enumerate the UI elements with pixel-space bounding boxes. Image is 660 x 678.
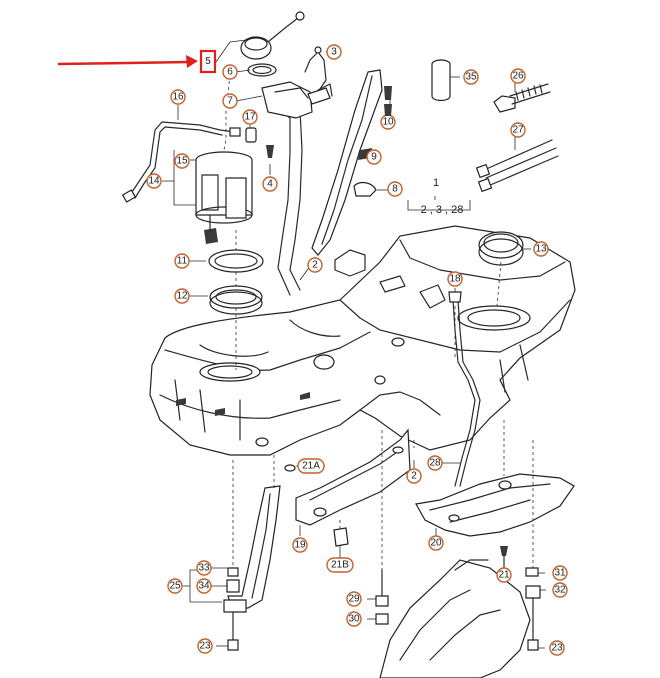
callout-35: 35	[463, 69, 479, 85]
svg-text:12: 12	[176, 291, 188, 302]
svg-text:32: 32	[554, 585, 566, 596]
callout-4: 4	[262, 176, 278, 192]
callout-27: 27	[510, 122, 526, 138]
svg-text:33: 33	[198, 563, 210, 574]
callout-5-label: 5	[205, 56, 211, 67]
svg-text:31: 31	[554, 568, 566, 579]
vent-line-28	[448, 291, 481, 487]
svg-text:20: 20	[430, 538, 442, 549]
svg-text:8: 8	[392, 184, 398, 195]
svg-text:25: 25	[169, 581, 181, 592]
callout-29: 29	[346, 591, 362, 607]
callout-16: 16	[170, 89, 186, 105]
svg-text:27: 27	[512, 125, 524, 136]
bolts-right	[500, 546, 541, 651]
callout-11: 11	[174, 253, 190, 269]
callout-15: 15	[174, 153, 190, 169]
svg-text:35: 35	[465, 72, 477, 83]
callout-2-upper: 2	[307, 257, 323, 273]
callout-21: 21	[496, 567, 512, 583]
callout-7: 7	[222, 93, 238, 109]
callout-18: 18	[447, 271, 463, 287]
svg-text:21B: 21B	[331, 560, 349, 571]
svg-text:34: 34	[198, 581, 210, 592]
callout-23-right: 23	[549, 640, 565, 656]
svg-text:21A: 21A	[302, 461, 320, 472]
fuel-tank	[149, 225, 576, 456]
svg-text:30: 30	[348, 614, 360, 625]
svg-text:21: 21	[498, 570, 510, 581]
callout-17: 17	[242, 109, 258, 125]
callout-14: 14	[146, 173, 162, 189]
vent-clip	[304, 46, 331, 105]
callout-3: 3	[326, 44, 342, 60]
callout-21a: 21A	[297, 458, 325, 474]
heat-shield-19	[284, 428, 411, 547]
dashed-axis-lines	[223, 74, 534, 570]
callout-13: 13	[533, 241, 549, 257]
svg-text:19: 19	[294, 540, 306, 551]
small-fasteners	[245, 83, 392, 197]
svg-text:11: 11	[177, 256, 188, 267]
svg-text:14: 14	[148, 176, 160, 187]
callout-9: 9	[366, 149, 382, 165]
svg-text:18: 18	[449, 274, 461, 285]
svg-text:13: 13	[535, 244, 547, 255]
highlight-box	[199, 49, 217, 74]
svg-text:2: 2	[411, 471, 417, 482]
callout-25: 25	[167, 578, 183, 594]
bolts-middle	[375, 569, 389, 625]
fuel-cap	[240, 11, 305, 77]
fuel-pump-unit	[195, 151, 253, 244]
svg-text:23: 23	[551, 643, 563, 654]
fuel-hose	[121, 121, 241, 203]
heat-shield-20	[415, 473, 575, 537]
svg-text:6: 6	[227, 67, 233, 78]
callout-31: 31	[552, 565, 568, 581]
svg-text:26: 26	[512, 71, 524, 82]
callout-33: 33	[196, 560, 212, 576]
svg-text:23: 23	[199, 641, 211, 652]
svg-text:29: 29	[348, 594, 360, 605]
svg-text:17: 17	[244, 112, 256, 123]
svg-text:16: 16	[172, 92, 184, 103]
seal-ring-11	[208, 249, 264, 273]
svg-text:3: 3	[331, 47, 337, 58]
callout-10: 10	[380, 114, 396, 130]
strap-27	[475, 139, 559, 193]
callout-2-lower: 2	[406, 468, 422, 484]
expansion-tank-35	[431, 59, 451, 102]
group-label-1: 1	[433, 177, 439, 189]
callout-6: 6	[222, 64, 238, 80]
callout-20: 20	[428, 535, 444, 551]
callout-30: 30	[346, 611, 362, 627]
callout-34: 34	[196, 578, 212, 594]
tensioning-strap	[223, 485, 281, 651]
callout-28: 28	[427, 455, 443, 471]
svg-text:10: 10	[382, 117, 394, 128]
group-label-subparts: 2 , 3 , 28	[421, 204, 464, 216]
callout-19: 19	[292, 537, 308, 553]
red-pointer-arrow	[57, 55, 198, 68]
svg-text:2: 2	[312, 260, 318, 271]
callout-32: 32	[552, 582, 568, 598]
callout-8: 8	[387, 181, 403, 197]
svg-text:15: 15	[176, 156, 188, 167]
filler-neck-pipe	[261, 81, 313, 296]
callout-26: 26	[510, 68, 526, 84]
svg-text:28: 28	[429, 458, 441, 469]
callout-12: 12	[174, 288, 190, 304]
svg-text:7: 7	[227, 96, 233, 107]
svg-text:4: 4	[267, 179, 273, 190]
callout-21b: 21B	[326, 557, 354, 573]
cable-tie-26	[493, 83, 551, 113]
callout-23-left: 23	[197, 638, 213, 654]
svg-text:9: 9	[371, 152, 377, 163]
